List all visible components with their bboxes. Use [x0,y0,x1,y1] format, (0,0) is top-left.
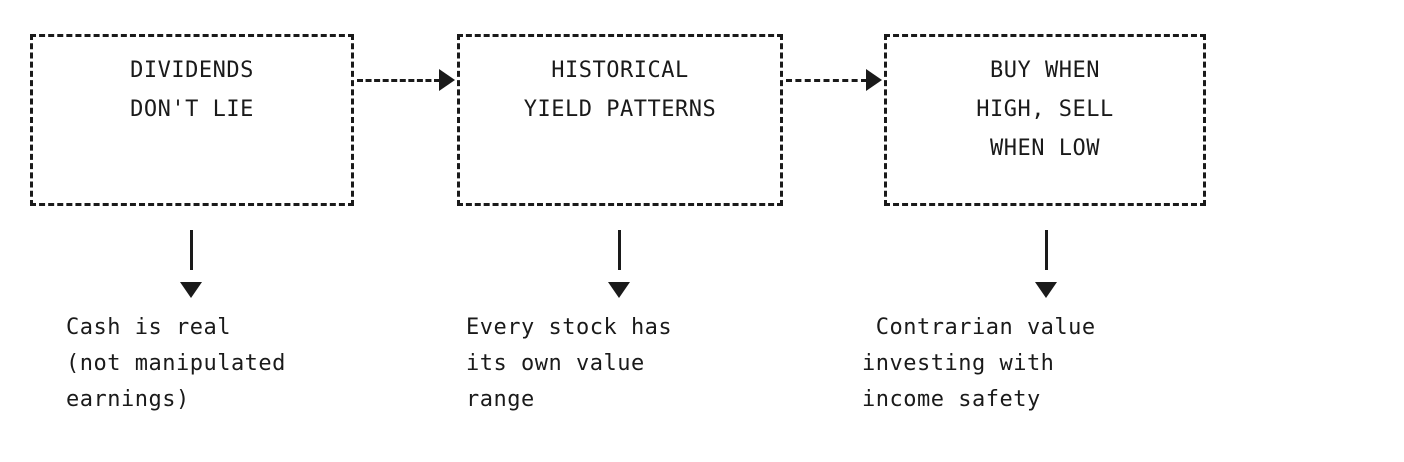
arrow-shaft [786,78,867,82]
flow-node-label: HISTORICAL YIELD PATTERNS [523,58,717,122]
arrow-head [439,69,455,91]
arrow-down-icon [1033,230,1059,298]
arrow-right-icon [786,67,882,93]
arrow-shaft [189,230,193,270]
flow-node-historical-yield-patterns[interactable]: HISTORICAL YIELD PATTERNS [457,34,783,206]
flow-node-caption-dividends: Cash is real (not manipulated earnings) [66,315,286,412]
arrow-right-icon [357,67,455,93]
flow-node-dividends[interactable]: DIVIDENDS DON'T LIE [30,34,354,206]
arrow-shaft [1044,230,1048,270]
arrow-down-icon [178,230,204,298]
arrow-head [1035,282,1057,298]
arrow-shaft [357,78,440,82]
arrow-down-icon [606,230,632,298]
flow-node-label: DIVIDENDS DON'T LIE [130,58,254,122]
arrow-head [180,282,202,298]
arrow-head [866,69,882,91]
flow-node-buy-high-sell-low[interactable]: BUY WHEN HIGH, SELL WHEN LOW [884,34,1206,206]
flow-node-label: BUY WHEN HIGH, SELL WHEN LOW [976,58,1114,161]
arrow-shaft [617,230,621,270]
flow-node-caption-historical-yield-patterns: Every stock has its own value range [466,315,673,412]
flow-node-caption-buy-high-sell-low: Contrarian value investing with income s… [862,315,1096,412]
arrow-head [608,282,630,298]
